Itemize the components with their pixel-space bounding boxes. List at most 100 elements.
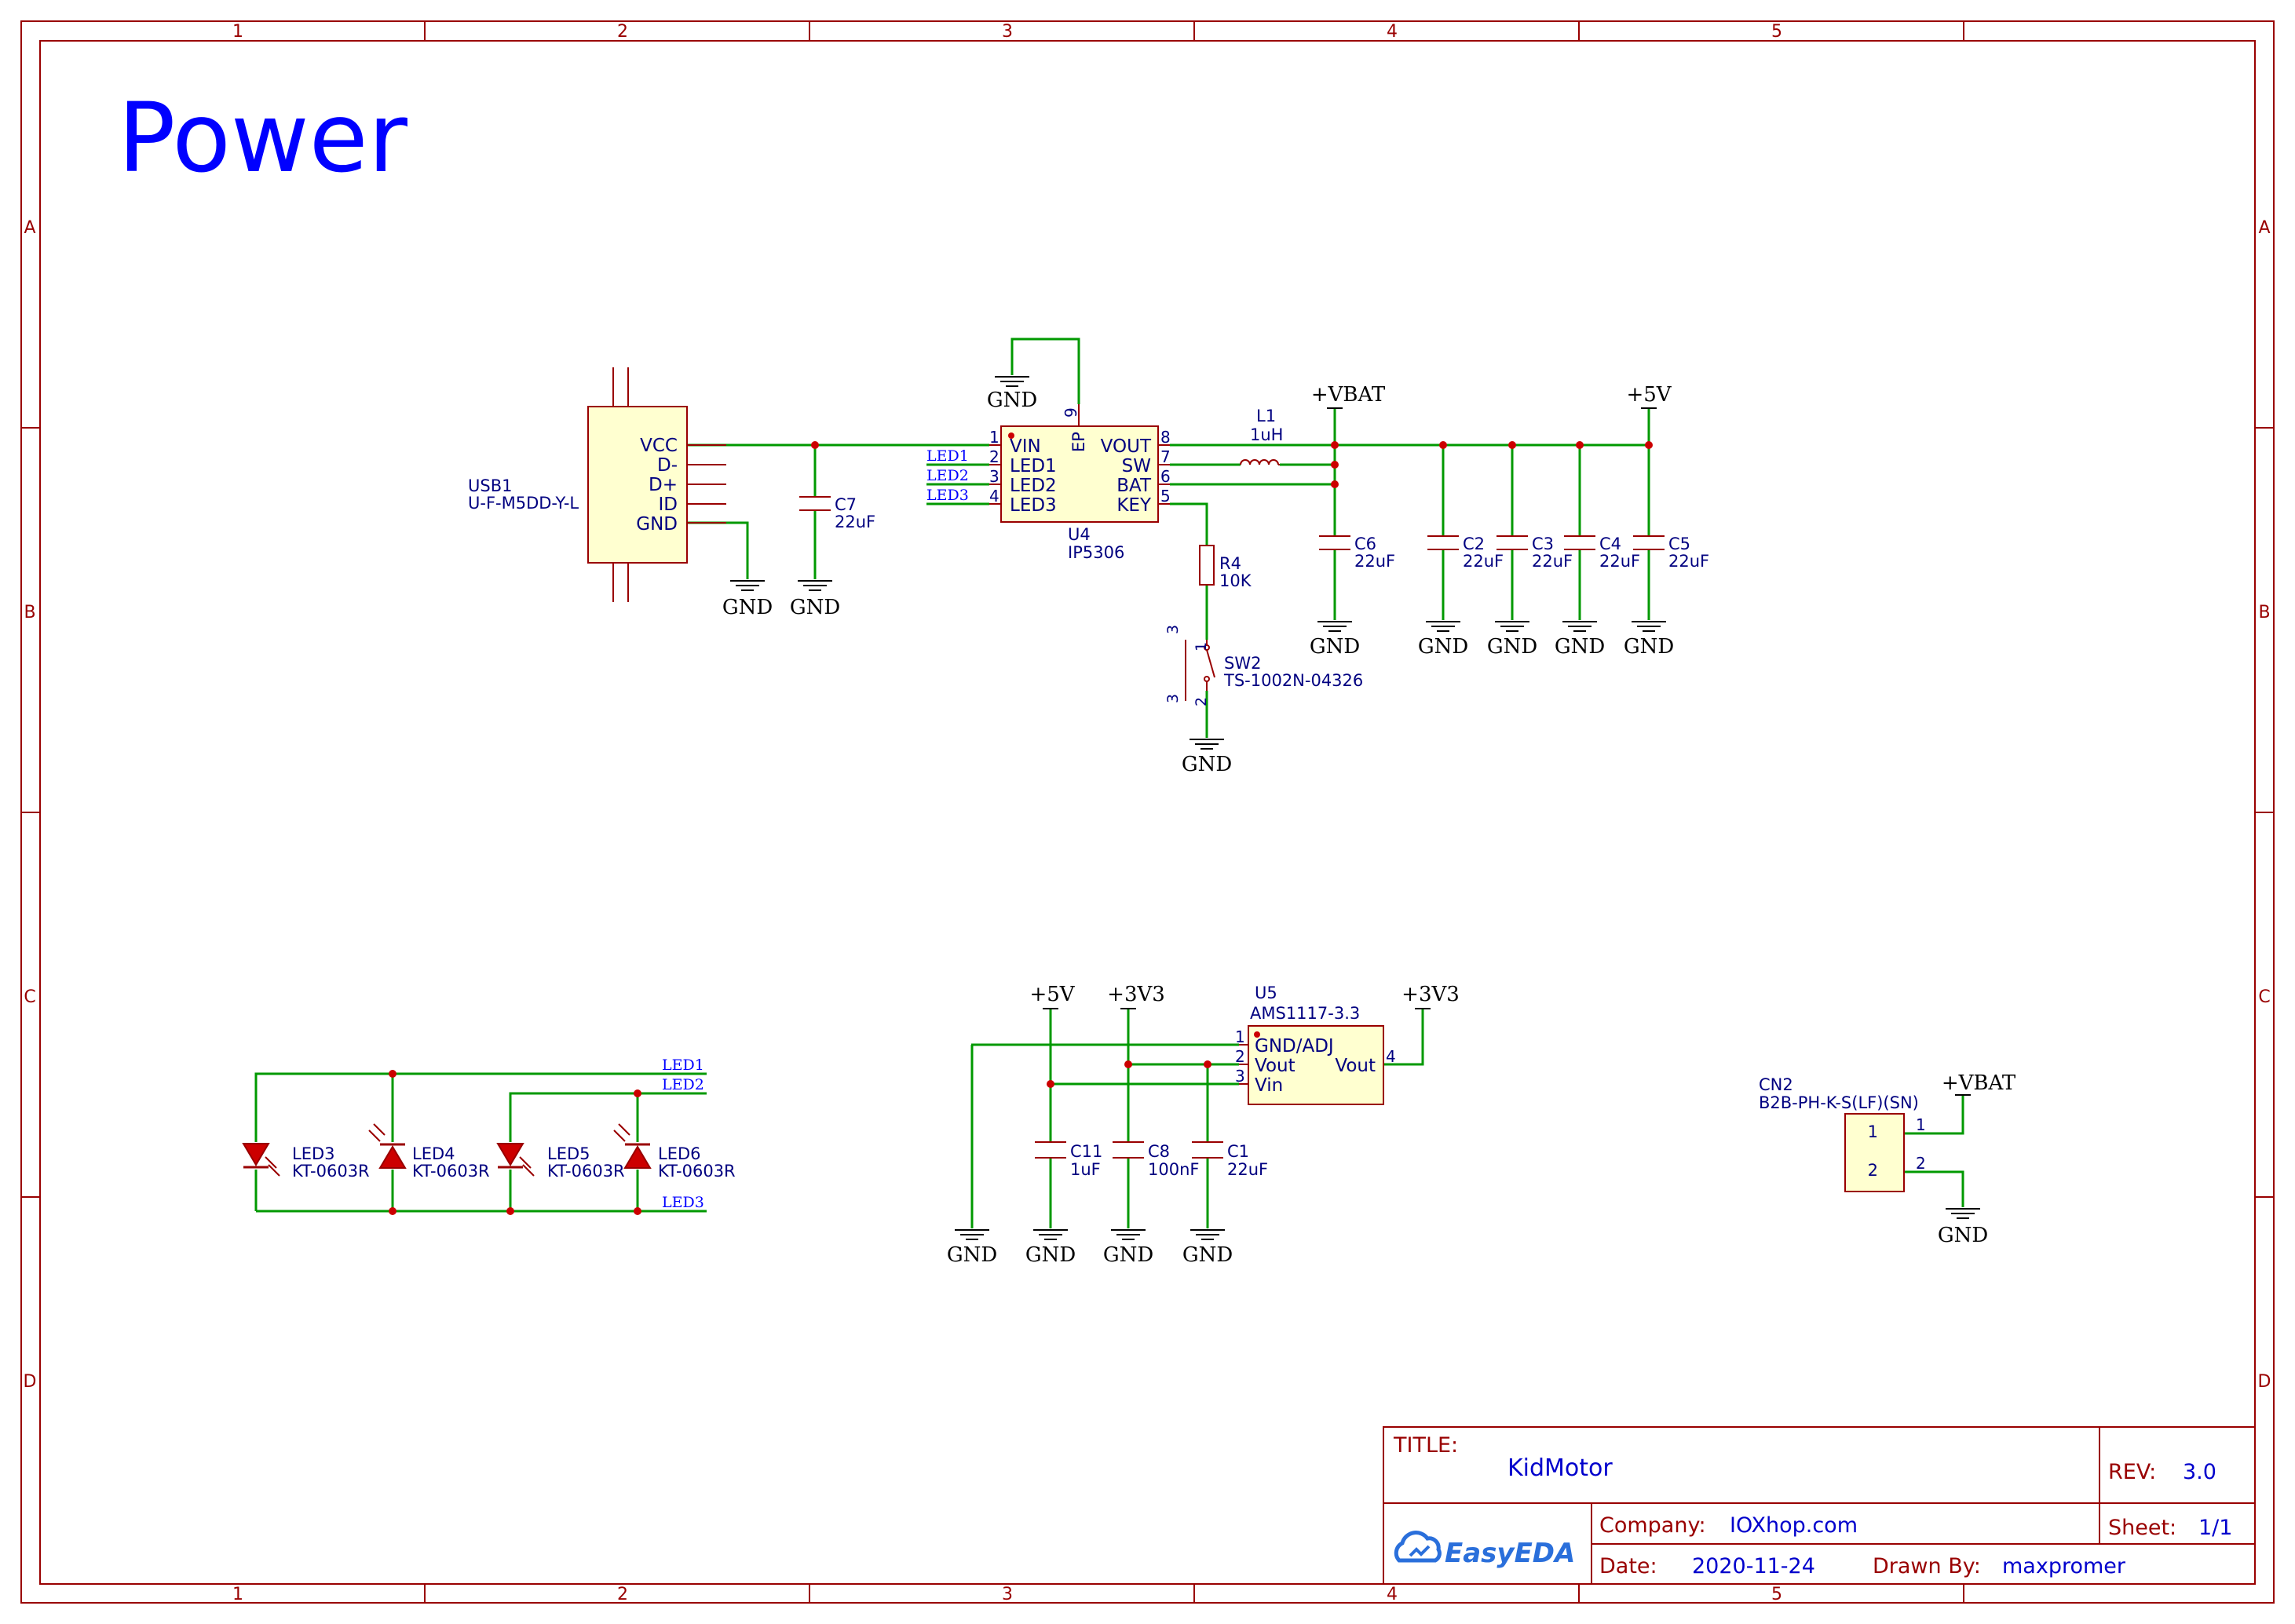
- c5-ref: C5: [1668, 535, 1690, 553]
- u4-pin-bat: BAT: [1116, 476, 1152, 496]
- output-capacitors: C6 22uF C2 22uF C3 22uF C4 22uF C5 22uF: [1319, 535, 1709, 571]
- u4-pin-ep: EP: [1069, 432, 1088, 452]
- title-value: KidMotor: [1507, 1454, 1613, 1482]
- company-label: Company:: [1599, 1513, 1706, 1538]
- col-label-top-3: 3: [1002, 22, 1013, 42]
- usb1-pin-id: ID: [659, 494, 678, 515]
- row-label-right-a: A: [2258, 218, 2270, 238]
- gnd-label-c7: GND: [790, 596, 840, 619]
- u5-value: AMS1117-3.3: [1250, 1004, 1360, 1023]
- u4-value: IP5306: [1068, 543, 1124, 562]
- l1-value: 1uH: [1250, 425, 1283, 444]
- rev-value: 3.0: [2183, 1460, 2216, 1484]
- gnd-u5: [955, 1229, 989, 1240]
- gnd-label-c11: GND: [1025, 1243, 1076, 1267]
- gnd-usb: [730, 580, 765, 591]
- l1-inductor: L1 1uH: [1240, 407, 1283, 465]
- c7-ref: C7: [835, 495, 857, 514]
- col-label-bottom-3: 3: [1002, 1585, 1013, 1604]
- u4-pin-led1: LED1: [1010, 456, 1057, 476]
- led3-value: KT-0603R: [292, 1162, 370, 1181]
- u4-pinnum-2: 2: [989, 447, 999, 466]
- led4-value: KT-0603R: [412, 1162, 490, 1181]
- row-label-right-b: B: [2258, 603, 2270, 622]
- u5-pin-gndadj: GND/ADJ: [1255, 1036, 1334, 1057]
- frame-labels: 1 2 3 4 5 1 2 3 4 5 A B C D A B C D: [24, 22, 2271, 1604]
- c5-value: 22uF: [1668, 552, 1709, 571]
- c3-ref: C3: [1532, 535, 1554, 553]
- drawn-value: maxpromer: [2002, 1554, 2126, 1578]
- company-value: IOXhop.com: [1730, 1513, 1858, 1538]
- c8-ref: C8: [1148, 1142, 1170, 1161]
- gnd-c4: [1562, 621, 1597, 632]
- col-label-bottom-4: 4: [1387, 1585, 1398, 1604]
- row-label-right-d: D: [2258, 1372, 2271, 1392]
- row-label-left-c: C: [24, 987, 35, 1007]
- c11-value: 1uF: [1070, 1160, 1101, 1179]
- gnd-c8: [1111, 1229, 1146, 1240]
- easyeda-logo: EasyEDA: [1394, 1531, 1575, 1569]
- u4-pinnum-5: 5: [1160, 487, 1171, 505]
- c1-ref: C1: [1227, 1142, 1249, 1161]
- sheet-value: 1/1: [2198, 1516, 2232, 1540]
- gnd-c2: [1426, 621, 1460, 632]
- v5-label-top: +5V: [1626, 383, 1672, 407]
- led6-ref: LED6: [658, 1144, 701, 1163]
- v33-label-left: +3V3: [1107, 983, 1165, 1006]
- c11-ref: C11: [1070, 1142, 1102, 1161]
- usb1-pin-dplus: D+: [649, 475, 678, 495]
- u4-led-net-stubs: [926, 463, 989, 505]
- u5-pinnum-2: 2: [1235, 1047, 1245, 1066]
- wires: [254, 338, 1964, 1228]
- usb1-value: U-F-M5DD-Y-L: [468, 494, 579, 513]
- gnd-label-c3: GND: [1487, 635, 1537, 659]
- c6-ref: C6: [1354, 535, 1376, 553]
- u5-pinnum-1: 1: [1235, 1027, 1245, 1046]
- ground-symbols: [730, 376, 1980, 1240]
- cn2-pin2-num: 2: [1916, 1154, 1926, 1173]
- sw2-pin3-top: 3: [1164, 625, 1182, 634]
- net-label-led1-u4: LED1: [926, 447, 969, 465]
- col-label-top-1: 1: [232, 22, 243, 42]
- usb1-ref: USB1: [468, 476, 512, 495]
- r4-resistor: R4 10K: [1199, 545, 1252, 590]
- gnd-label-c1: GND: [1182, 1243, 1233, 1267]
- usb1-pin-dminus: D-: [657, 455, 678, 476]
- cn2-connector: 1 2 1 2 CN2 B2B-PH-K-S(LF)(SN): [1759, 1075, 1926, 1192]
- u4-pinnum-1: 1: [989, 428, 999, 447]
- gnd-label-usb: GND: [722, 596, 773, 619]
- gnd-label-ep: GND: [987, 389, 1037, 412]
- col-label-bottom-1: 1: [232, 1585, 243, 1604]
- u5-pin-vout: Vout: [1255, 1056, 1296, 1076]
- cn2-pin1-num: 1: [1916, 1115, 1926, 1134]
- c4-value: 22uF: [1599, 552, 1640, 571]
- u4-pinnum-3: 3: [989, 467, 999, 486]
- sw2-pin2: 2: [1193, 697, 1210, 706]
- sw2-ref: SW2: [1224, 654, 1261, 673]
- u4-pin-vout: VOUT: [1101, 436, 1152, 457]
- u4-pin-sw: SW: [1122, 456, 1151, 476]
- cn2-ref: CN2: [1759, 1075, 1793, 1094]
- easyeda-logo-text: EasyEDA: [1445, 1538, 1575, 1569]
- gnd-label-c6: GND: [1310, 635, 1360, 659]
- c7-capacitor: C7 22uF: [799, 495, 875, 531]
- u4-ref: U4: [1068, 525, 1091, 544]
- gnd-c7: [798, 580, 832, 591]
- power-rails: [1043, 407, 1971, 1096]
- usb1-connector: VCC D- D+ ID GND USB1 U-F-M5DD-Y-L: [468, 367, 726, 602]
- u4-net-labels: LED1 LED2 LED3: [926, 447, 969, 504]
- gnd-cn2: [1946, 1208, 1980, 1219]
- net-label-led2-u4: LED2: [926, 467, 969, 484]
- date-label: Date:: [1599, 1554, 1657, 1578]
- u4-ip5306: VIN LED1 LED2 LED3 VOUT SW BAT KEY 1 2 3…: [989, 404, 1171, 562]
- led6-symbol: [613, 1123, 652, 1169]
- power-labels: +VBAT +5V +5V +3V3 +3V3 +VBAT: [1029, 383, 2015, 1095]
- col-label-top-2: 2: [617, 22, 628, 42]
- led5-value: KT-0603R: [547, 1162, 625, 1181]
- gnd-c3: [1495, 621, 1529, 632]
- led3-symbol: [242, 1143, 280, 1177]
- sw2-pin3-bottom: 3: [1164, 694, 1182, 703]
- sheet-title: Power: [118, 82, 408, 194]
- vbat-label-cn2: +VBAT: [1942, 1071, 2016, 1095]
